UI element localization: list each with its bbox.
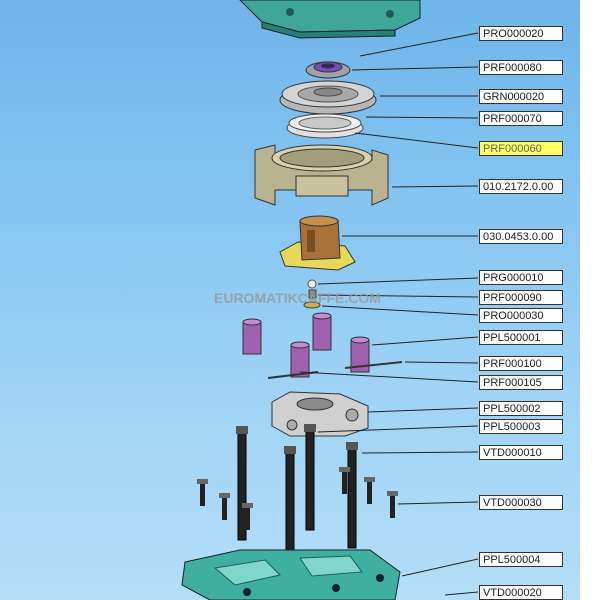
base-plate-part	[181, 549, 401, 600]
part-label[interactable]: PPL500002	[479, 401, 563, 416]
purple-bushings-part	[242, 312, 370, 378]
part-label-highlighted[interactable]: PRF000060	[479, 141, 563, 156]
leader-line	[401, 558, 479, 577]
leader-line	[444, 591, 479, 596]
pins-part	[267, 361, 403, 379]
leader-line	[397, 501, 479, 505]
part-label[interactable]: 030.0453.0.00	[479, 229, 563, 244]
leader-line	[371, 336, 479, 346]
small-valve-parts	[303, 279, 321, 309]
part-label[interactable]: VTD000020	[479, 585, 563, 600]
part-label[interactable]: PRG000010	[479, 270, 563, 285]
small-screws-part	[197, 467, 398, 530]
part-label[interactable]: PPL500003	[479, 419, 563, 434]
long-bolts-part	[236, 424, 358, 557]
part-label[interactable]: PRF000100	[479, 356, 563, 371]
part-label[interactable]: 010.2172.0.00	[479, 179, 563, 194]
exploded-diagram: EUROMATIKCAFFE.COM PRO000020 PRF000080 G…	[0, 0, 580, 600]
part-label[interactable]: PRF000105	[479, 375, 563, 390]
part-label[interactable]: GRN000020	[479, 89, 563, 104]
leader-line	[361, 451, 479, 454]
leader-lines	[299, 32, 479, 596]
gasket-part	[286, 113, 364, 139]
right-margin	[580, 0, 600, 600]
leader-line	[404, 361, 479, 364]
leader-line	[321, 305, 479, 316]
leader-line	[365, 116, 479, 119]
leader-line	[317, 277, 479, 285]
leader-line	[367, 407, 479, 413]
clamp-part	[271, 391, 369, 437]
part-label[interactable]: PRF000090	[479, 290, 563, 305]
part-label[interactable]: PPL500001	[479, 330, 563, 345]
leader-line	[317, 294, 479, 298]
leader-line	[359, 32, 479, 57]
watermark: EUROMATIKCAFFE.COM	[214, 290, 381, 306]
top-block-part	[239, 0, 421, 39]
leader-line	[354, 132, 479, 149]
part-label[interactable]: VTD000030	[479, 495, 563, 510]
part-label[interactable]: PRF000070	[479, 111, 563, 126]
part-label[interactable]: PRO000020	[479, 26, 563, 41]
part-label[interactable]: PPL500004	[479, 552, 563, 567]
shower-disc-part	[279, 80, 377, 115]
brass-fitting-part	[279, 215, 356, 271]
leader-line	[391, 185, 479, 188]
part-label[interactable]: PRO000030	[479, 308, 563, 323]
part-label[interactable]: VTD000010	[479, 445, 563, 460]
part-label[interactable]: PRF000080	[479, 60, 563, 75]
small-ring-part	[305, 61, 351, 79]
leader-line	[299, 371, 479, 383]
group-ring-part	[254, 144, 389, 206]
leader-line	[317, 425, 479, 433]
diagram-drawing	[181, 0, 479, 600]
leader-line	[351, 66, 479, 71]
